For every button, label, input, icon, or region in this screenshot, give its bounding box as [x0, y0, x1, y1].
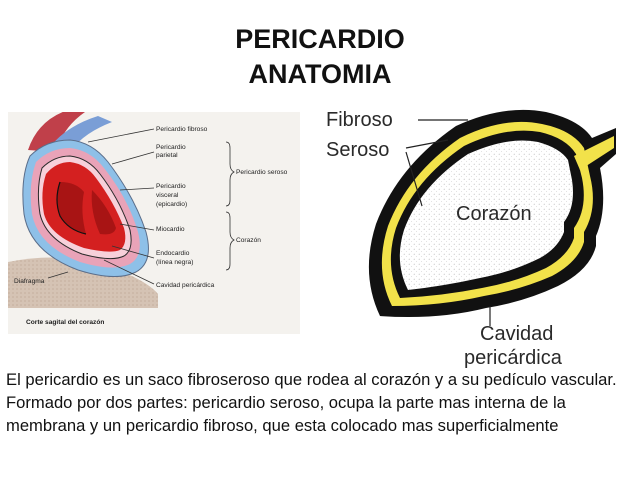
heart-chamber: [91, 190, 116, 235]
label-diafragma: Diafragma: [14, 278, 45, 285]
label-corazon: Corazón: [236, 237, 261, 244]
label-fibroso: Fibroso: [326, 109, 393, 131]
slide-body-text: El pericardio es un saco fibroseroso que…: [6, 370, 617, 435]
label-endocardio-2: (línea negra): [156, 259, 193, 266]
label-cavidad: Cavidad pericárdica: [156, 282, 215, 289]
schematic-leader-lines: [405, 119, 491, 326]
label-endocardio-1: Endocardio: [156, 250, 190, 257]
label-pericardio-fibroso: Pericardio fibroso: [156, 126, 208, 133]
title-line-2: ANATOMIA: [248, 59, 392, 89]
heart-chamber: [57, 182, 86, 234]
leader-lines: [47, 128, 155, 285]
heart-stipple: [399, 140, 573, 290]
figure-caption: Corte sagital del corazón: [26, 319, 104, 326]
label-pericardio-seroso: Pericardio seroso: [236, 169, 288, 176]
slide-title: PERICARDIO ANATOMIA: [180, 22, 460, 92]
label-braces: [225, 141, 235, 271]
pericardium-schematic: Fibroso Seroso Corazón Cavidad pericárdi…: [326, 109, 616, 368]
sagittal-section-diagram: Pericardio fibroso Pericardio parietal P…: [8, 112, 300, 334]
label-pericardio-parietal-1: Pericardio: [156, 144, 186, 151]
label-pericardio-parietal-2: parietal: [156, 152, 178, 159]
label-miocardio: Miocardio: [156, 226, 185, 233]
label-corazon: Corazón: [456, 203, 532, 225]
label-pericardio-visceral-3: (epicardio): [156, 201, 187, 208]
title-line-1: PERICARDIO: [235, 24, 405, 54]
label-pericardio-visceral-1: Pericardio: [156, 183, 186, 190]
label-cavidad-1: Cavidad: [480, 323, 553, 345]
label-cavidad-2: pericárdica: [464, 347, 563, 368]
great-vessel: [28, 112, 86, 152]
label-seroso: Seroso: [326, 139, 389, 161]
label-pericardio-visceral-2: visceral: [156, 192, 179, 199]
